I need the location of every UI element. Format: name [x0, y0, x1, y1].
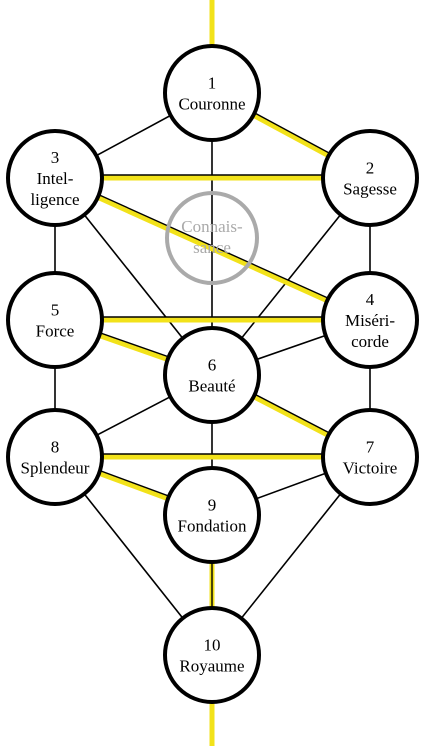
sephira-number: 4 — [366, 290, 375, 309]
sephira-name: Intel- — [37, 169, 74, 188]
sephira-name: corde — [351, 332, 389, 351]
sephira-name: Beauté — [188, 377, 235, 396]
sephira-name: Victoire — [343, 459, 398, 478]
lightning-path-n3-n4 — [53, 175, 372, 323]
sephira-number: 9 — [208, 496, 217, 515]
sephira-circle — [321, 129, 419, 227]
sephira-name: Fondation — [178, 517, 247, 536]
hidden-node-layer: Connais- sance — [165, 191, 259, 285]
sephira-number: 7 — [366, 438, 375, 457]
sephira-number: 2 — [366, 159, 375, 178]
sephira-number: 5 — [51, 301, 60, 320]
sephira-number: 8 — [51, 438, 60, 457]
daat-label-line1: Connais- — [181, 217, 243, 236]
sephira-name: Couronne — [178, 95, 245, 114]
sephira-name: Sagesse — [343, 180, 397, 199]
sephira-name: Royaume — [179, 657, 244, 676]
path-core-n3-n4 — [54, 174, 371, 318]
sephira-name: Splendeur — [21, 459, 90, 478]
sephira-number: 6 — [208, 356, 217, 375]
sephira-circle — [321, 408, 419, 506]
daat-circle — [165, 191, 259, 285]
sephira-name: Miséri- — [345, 311, 395, 330]
sephira-circle — [321, 271, 419, 369]
sephira-circle — [163, 44, 261, 142]
sephira-circle — [6, 129, 104, 227]
sephira-number: 3 — [51, 148, 60, 167]
daat-label-line2: sance — [193, 238, 231, 257]
sephira-number: 10 — [204, 636, 221, 655]
sephira-name: ligence — [30, 190, 79, 209]
sephira-circle — [163, 606, 261, 704]
sephira-number: 1 — [208, 74, 217, 93]
sephira-circle — [163, 326, 261, 424]
sephira-circle — [163, 466, 261, 564]
sephira-circle — [6, 271, 104, 369]
sephira-circle — [6, 408, 104, 506]
sephira-name: Force — [36, 322, 75, 341]
